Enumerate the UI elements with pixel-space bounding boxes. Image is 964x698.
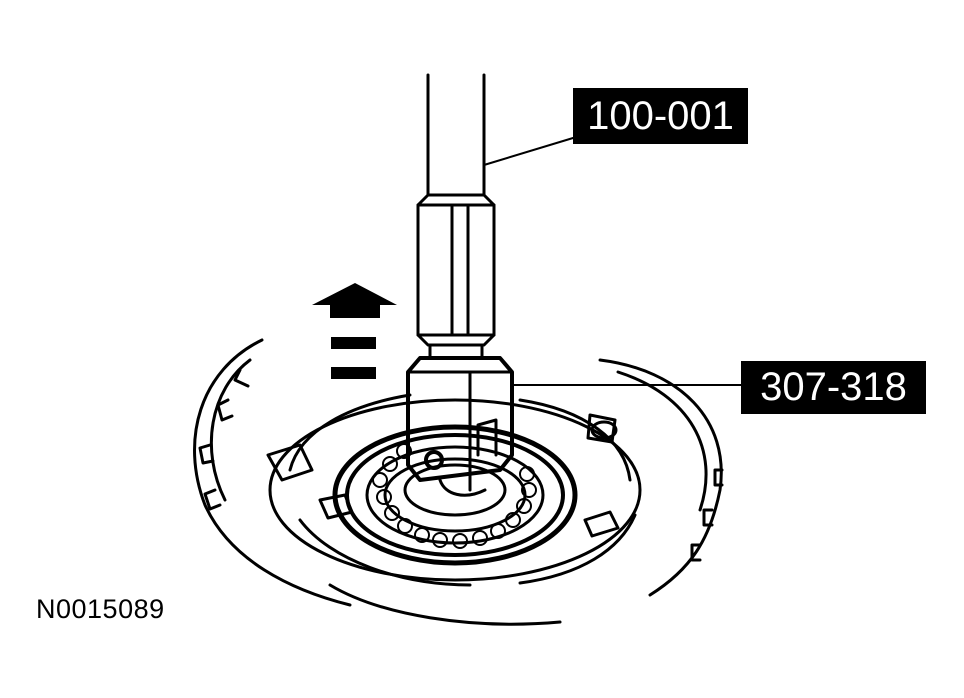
callout-label-307-318: 307-318 (741, 361, 926, 414)
leader-line-100-001 (483, 137, 574, 166)
slide-hammer-shaft (416, 73, 496, 347)
transmission-housing (193, 338, 724, 626)
leader-lines (483, 137, 742, 386)
rotor-hub (266, 393, 642, 587)
callout-label-100-001: 100-001 (573, 88, 748, 144)
figure-id: N0015089 (36, 594, 165, 624)
bearing-assembly (332, 424, 578, 566)
upward-arrow-icon (312, 283, 397, 379)
remover-adapter (406, 343, 514, 497)
